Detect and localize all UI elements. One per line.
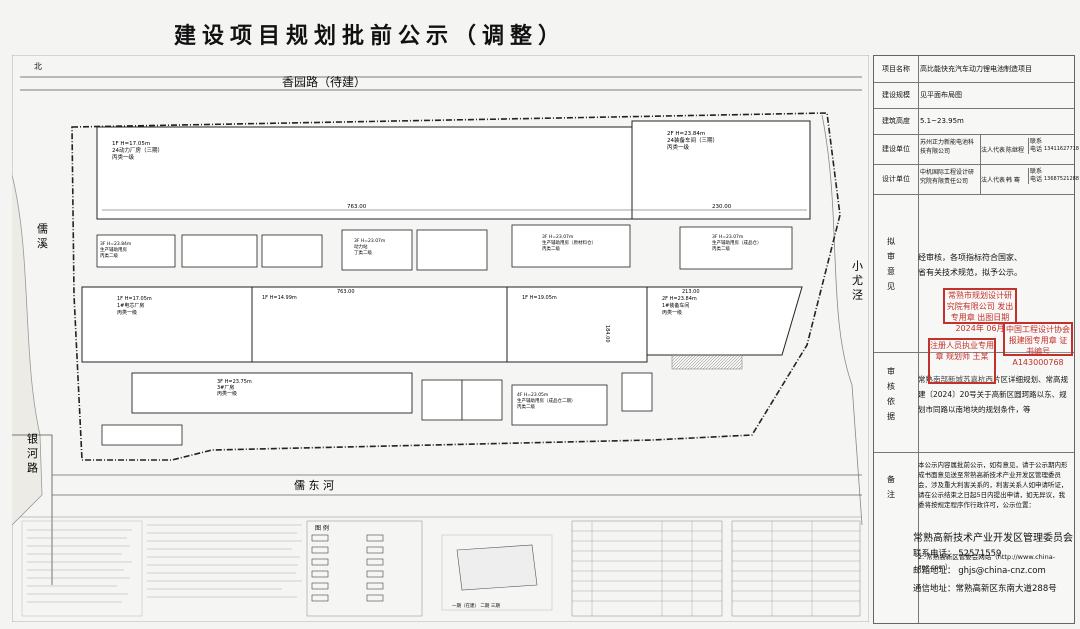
- remark-text: 本公示内容属批前公示，如有意见，请于公示期内形成书面意见送至常熟高新技术产业开发…: [918, 461, 1068, 509]
- builder-label: 建设单位: [874, 134, 919, 164]
- building-b3-label: 3F H=23.84m: [100, 241, 131, 247]
- building-b9: [506, 286, 648, 363]
- building-b4: [341, 229, 413, 271]
- building-b4-note: 丁类二级: [354, 249, 372, 256]
- row-opinion: 拟审意见 经审核，各项指标符合国家、省有关技术规范，拟予公示。: [874, 194, 1074, 353]
- row-designer: 设计单位 中机国际工程设计研究院有限责任公司 法人代表 韩 骞 联系电话 136…: [874, 164, 1079, 195]
- building-b10-note: 丙类一级: [662, 309, 682, 316]
- remark-label: 备注: [887, 475, 895, 499]
- email-line: 邮箱地址： ghjs@china-cnz.com: [913, 566, 1046, 576]
- basis-label: 审核依据: [887, 367, 895, 421]
- project-label: 项目名称: [874, 56, 919, 82]
- building-b9-label: 1F H=19.05m: [522, 295, 557, 301]
- building-b5-note: 丙类二级: [542, 245, 560, 252]
- building-b3-sub: 生产辅助用房: [100, 246, 127, 253]
- designer-label: 设计单位: [874, 164, 919, 194]
- building-b3: [96, 234, 176, 268]
- building-b1-note: 丙类一级: [112, 153, 135, 161]
- designer-legal: 韩 骞: [1006, 176, 1020, 184]
- building-b12: [511, 384, 608, 426]
- southwest-road-label: 银 河 路: [26, 432, 39, 474]
- building-b7-label: 1F H=17.05m: [117, 296, 152, 302]
- dim-1: 763.00: [347, 204, 367, 210]
- project-value: 高比能快充汽车动力锂电池制造项目: [920, 65, 1032, 73]
- building-b2-sub: 24装备车间（三期）: [667, 136, 718, 144]
- building-b1-label: 1F H=17.05m: [112, 141, 150, 147]
- location-legend: 一期（在建） 二期 三期: [452, 602, 500, 609]
- building-b7-note: 丙类一级: [117, 309, 137, 316]
- building-b7-sub: 1#电芯厂房: [117, 302, 144, 309]
- building-b5-label: 3F H=23.07m: [542, 234, 573, 240]
- row-basis: 审核依据 常熟南部新城苏嘉杭西片区详细规划、常高规建〔2024〕20号关于高新区…: [874, 352, 1074, 453]
- building-b1-sub: 24动力厂房（三期）: [112, 146, 163, 154]
- building-b6-label: 3F H=23.07m: [712, 234, 743, 240]
- row-height: 建筑高度 5.1~23.95m: [874, 108, 1074, 135]
- building-b4-sub: 动力站: [354, 243, 368, 250]
- opinion-label: 拟审意见: [887, 237, 895, 291]
- south-river-label: 儒 东 河: [294, 479, 334, 492]
- site-plan: 香园路（待建） 北 儒 溪 小 尤 泾 银 河 路 儒 东 河 1F H=17.…: [12, 55, 869, 622]
- dim-3: 763.00: [337, 289, 355, 295]
- building-b5-sub: 生产辅助用房（原材料仓）: [542, 239, 596, 246]
- building-b10-sub: 1#装备车间: [662, 302, 689, 309]
- building-b8: [251, 286, 508, 363]
- building-b1: [96, 126, 633, 220]
- report-stamp: 中国工程设计协会 报建图专用章 证书编号 A143000768: [1003, 322, 1073, 367]
- registered-stamp: 注册人员执业专用章 规划师 王某: [928, 338, 996, 384]
- building-b6-note: 丙类二级: [712, 245, 730, 252]
- building-b6: [679, 226, 793, 270]
- basis-text: 常熟南部新城苏嘉杭西片区详细规划、常高规建〔2024〕20号关于高新区圆珂路以东…: [918, 375, 1068, 414]
- building-b6-sub: 生产辅助用房（成品仓）: [712, 239, 762, 246]
- dim-4: 213.00: [682, 289, 700, 295]
- building-b11-label: 3F H=23.75m: [217, 379, 252, 385]
- remark-web: 2. 常熟高新区管委会网站（http://www.china-cnz.com）: [918, 553, 1056, 571]
- builder-phone-label: 联系电话: [1028, 138, 1043, 154]
- design-stamp: 常熟市规划设计研究院有限公司 发出专用章 出图日期 2024年 06月: [943, 288, 1017, 333]
- designer-value: 中机国际工程设计研究院有限责任公司: [920, 169, 975, 185]
- north-arrow: 北: [34, 62, 42, 71]
- legend-title: 图 例: [315, 524, 329, 532]
- building-b12-sub: 生产辅助用房（成品仓二期）: [517, 397, 576, 404]
- east-river-label: 小 尤 泾: [851, 260, 864, 300]
- building-b7: [81, 286, 253, 363]
- building-b10-label: 2F H=23.84m: [662, 296, 697, 302]
- west-river-label: 儒 溪: [36, 223, 49, 249]
- building-b2-note: 丙类一级: [667, 143, 690, 151]
- row-remark: 备注 本公示内容属批前公示，如有意见，请于公示期内形成书面意见送至常熟高新技术产…: [874, 452, 1074, 623]
- building-b3-note: 丙类二级: [100, 252, 118, 259]
- dim-5: 184.00: [604, 325, 610, 343]
- scale-value: 见平面布局图: [920, 91, 962, 99]
- designer-legal-label: 法人代表: [980, 164, 1005, 194]
- north-road-label: 香园路（待建）: [282, 74, 366, 89]
- opinion-text: 经审核，各项指标符合国家、省有关技术规范，拟予公示。: [918, 253, 1022, 277]
- building-b2-label: 2F H=23.84m: [667, 131, 705, 137]
- building-b2: [631, 120, 811, 220]
- building-b11-note: 丙类一级: [217, 390, 237, 397]
- building-b8-label: 1F H=14.99m: [262, 295, 297, 301]
- building-b12-label: 4F H=23.05m: [517, 392, 548, 398]
- org-name: 常熟高新技术产业开发区管理委员会: [913, 533, 1073, 544]
- height-label: 建筑高度: [874, 108, 919, 134]
- building-b4-label: 3F H=23.07m: [354, 238, 385, 244]
- builder-legal-label: 法人代表: [980, 134, 1005, 164]
- row-project: 项目名称 高比能快充汽车动力锂电池制造项目: [874, 56, 1074, 83]
- builder-legal: 陈继程: [1006, 146, 1025, 154]
- builder-value: 苏州正力新能电池科技有限公司: [920, 139, 975, 155]
- row-scale: 建设规模 见平面布局图: [874, 82, 1074, 109]
- building-b11-sub: 3#厂房: [217, 384, 234, 391]
- address-line: 通信地址：常熟高新区东南大道288号: [913, 584, 1057, 594]
- building-b11: [131, 372, 413, 414]
- phone-line: 联系电话： 52571559: [913, 549, 1002, 559]
- designer-phone-label: 联系电话: [1028, 168, 1043, 184]
- page-title: 建设项目规划批前公示（调整）: [173, 24, 566, 49]
- builder-phone: 13411627718: [1044, 146, 1079, 152]
- scale-label: 建设规模: [874, 82, 919, 108]
- dim-2: 230.00: [712, 204, 732, 210]
- building-b12-note: 丙类二级: [517, 403, 535, 410]
- building-b5: [511, 224, 631, 268]
- row-builder: 建设单位 苏州正力新能电池科技有限公司 法人代表 陈继程 联系电话 134116…: [874, 134, 1079, 165]
- building-b10: [646, 286, 803, 356]
- height-value: 5.1~23.95m: [920, 117, 964, 125]
- designer-phone: 13687521288: [1044, 176, 1079, 182]
